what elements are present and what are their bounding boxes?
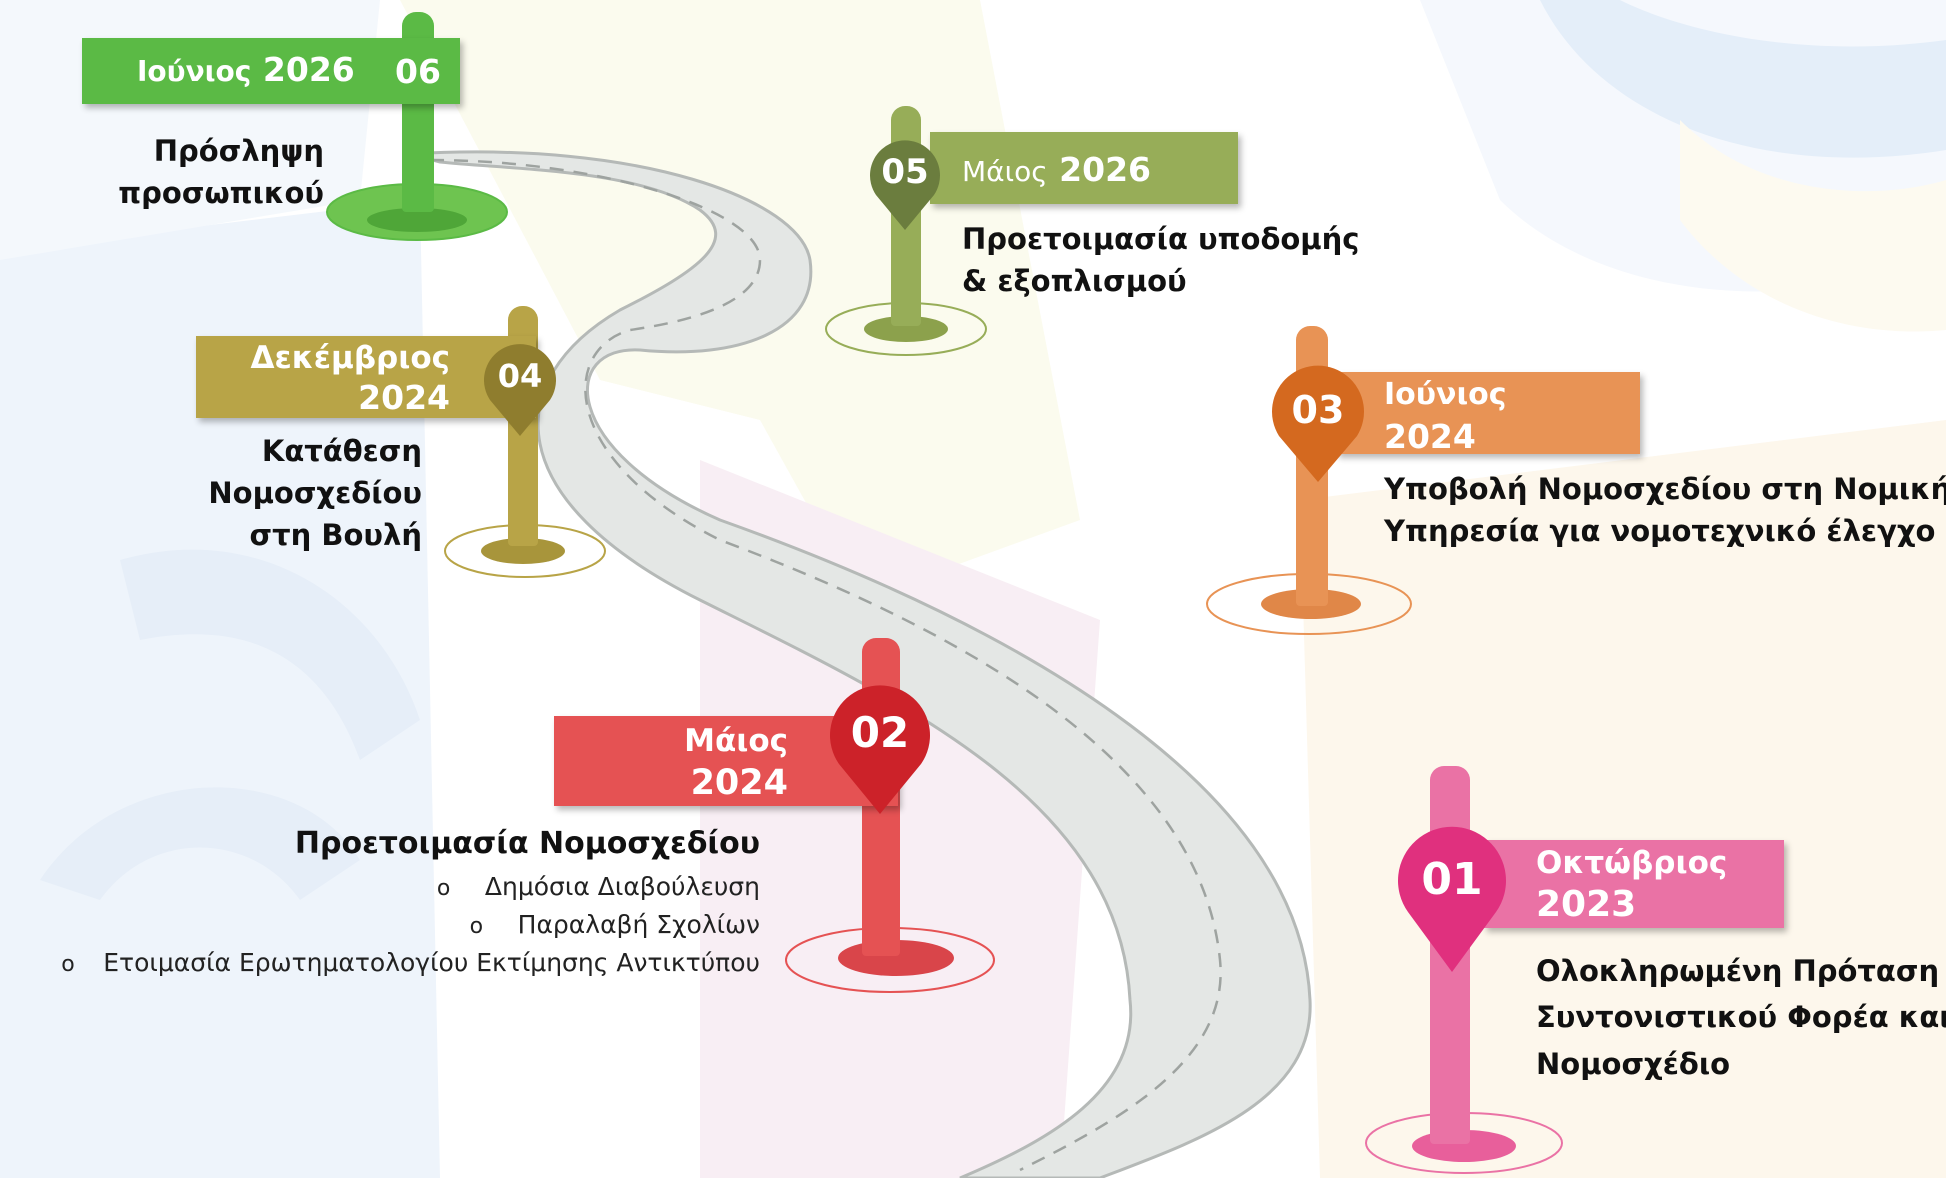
milestone-05-description-line-1: Προετοιμασία υποδομής bbox=[962, 222, 1360, 256]
milestone-03-description-line-1: Υποβολή Νομοσχεδίου στη Νομική bbox=[1384, 472, 1946, 506]
milestone-01-banner: Οκτώβριος 2023 bbox=[1484, 840, 1784, 928]
milestone-01-description-line-3: Νομοσχέδιο bbox=[1536, 1046, 1731, 1081]
milestone-03-description-line-2: Υπηρεσία για νομοτεχνικό έλεγχο bbox=[1384, 514, 1936, 549]
milestone-01-description: Ολοκληρωμένη Πρόταση Συντονιστικού Φορέα… bbox=[1536, 948, 1946, 1087]
milestone-01-pin: 01 bbox=[1398, 824, 1506, 972]
milestone-04-banner: Δεκέμβριος 2024 bbox=[196, 336, 536, 418]
milestone-03-banner: Ιούνιος 2024 bbox=[1336, 372, 1640, 456]
milestone-02-subitem-text: Δημόσια Διαβούλευση bbox=[484, 872, 760, 901]
milestone-04-description-line-1: Κατάθεση bbox=[261, 434, 422, 468]
milestone-02-subitem: o Ετοιμασία Ερωτηματολογίου Εκτίμησης Αντ… bbox=[61, 944, 760, 983]
milestone-03-number: 03 bbox=[1291, 388, 1345, 432]
milestone-05-description-line-2: & εξοπλισμού bbox=[962, 264, 1187, 299]
milestone-04-pin: 04 bbox=[482, 340, 558, 436]
milestone-05-pin: 05 bbox=[868, 140, 942, 230]
milestone-01-month: Οκτώβριος bbox=[1536, 845, 1728, 881]
bullet-circle-icon: o bbox=[61, 952, 75, 977]
milestone-04-description-line-2: Νομοσχεδίου bbox=[208, 476, 422, 511]
milestone-03-month: Ιούνιος bbox=[1384, 377, 1507, 412]
milestone-05-month: Μάιος bbox=[962, 155, 1048, 188]
milestone-04-month: Δεκέμβριος bbox=[250, 340, 450, 376]
milestone-05-description: Προετοιμασία υποδομής & εξοπλισμού bbox=[962, 218, 1359, 302]
milestone-05-number: 05 bbox=[881, 152, 929, 192]
milestone-04-description: Κατάθεση Νομοσχεδίου στη Βουλή bbox=[208, 430, 422, 556]
milestone-02-subitem: o Δημόσια Διαβούλευση bbox=[437, 868, 760, 907]
milestone-02-subitem-text: Παραλαβή Σχολίων bbox=[517, 910, 760, 939]
milestone-04-number: 04 bbox=[497, 357, 543, 395]
milestone-02-description: Προετοιμασία Νομοσχεδίου bbox=[295, 822, 760, 866]
milestone-06-year: 2026 bbox=[262, 50, 355, 89]
milestone-05-banner: Μάιος 2026 bbox=[930, 132, 1238, 204]
milestone-06-number: 06 bbox=[395, 52, 441, 91]
milestone-06-description-line-1: Πρόσληψη bbox=[153, 134, 324, 168]
milestone-03-description: Υποβολή Νομοσχεδίου στη Νομική Υπηρεσία … bbox=[1384, 468, 1946, 552]
milestone-02-pin: 02 bbox=[830, 685, 930, 814]
milestone-02-month: Μάιος bbox=[684, 723, 788, 759]
road bbox=[409, 150, 1312, 1178]
milestone-01-year: 2023 bbox=[1536, 884, 1637, 925]
milestone-04-description-line-3: στη Βουλή bbox=[249, 518, 422, 553]
milestone-03-pin: 03 bbox=[1270, 365, 1366, 482]
milestone-01-description-line-2: Συντονιστικού Φορέα και bbox=[1536, 1000, 1946, 1035]
milestone-06-banner: Ιούνιος 2026 06 bbox=[82, 38, 460, 104]
milestone-02-description-line-1: Προετοιμασία Νομοσχεδίου bbox=[294, 826, 760, 861]
milestone-01-description-line-1: Ολοκληρωμένη Πρόταση bbox=[1536, 954, 1940, 988]
milestone-02-number: 02 bbox=[850, 708, 910, 757]
milestone-01-number: 01 bbox=[1421, 854, 1483, 905]
milestone-02-subitem-text: Ετοιμασία Ερωτηματολογίου Εκτίμησης Αντι… bbox=[103, 948, 760, 977]
milestone-02-subitem: o Παραλαβή Σχολίων bbox=[470, 906, 760, 945]
bullet-circle-icon: o bbox=[436, 876, 451, 901]
milestone-03-year: 2024 bbox=[1384, 417, 1476, 456]
bullet-circle-icon: o bbox=[469, 914, 484, 939]
milestone-02-year: 2024 bbox=[690, 763, 788, 803]
milestone-04-year: 2024 bbox=[358, 378, 450, 417]
milestone-06-description: Πρόσληψη προσωπικού bbox=[118, 130, 324, 214]
milestone-06-month: Ιούνιος bbox=[137, 55, 252, 88]
milestone-05-year: 2026 bbox=[1059, 150, 1152, 189]
milestone-06-description-line-2: προσωπικού bbox=[118, 176, 324, 211]
